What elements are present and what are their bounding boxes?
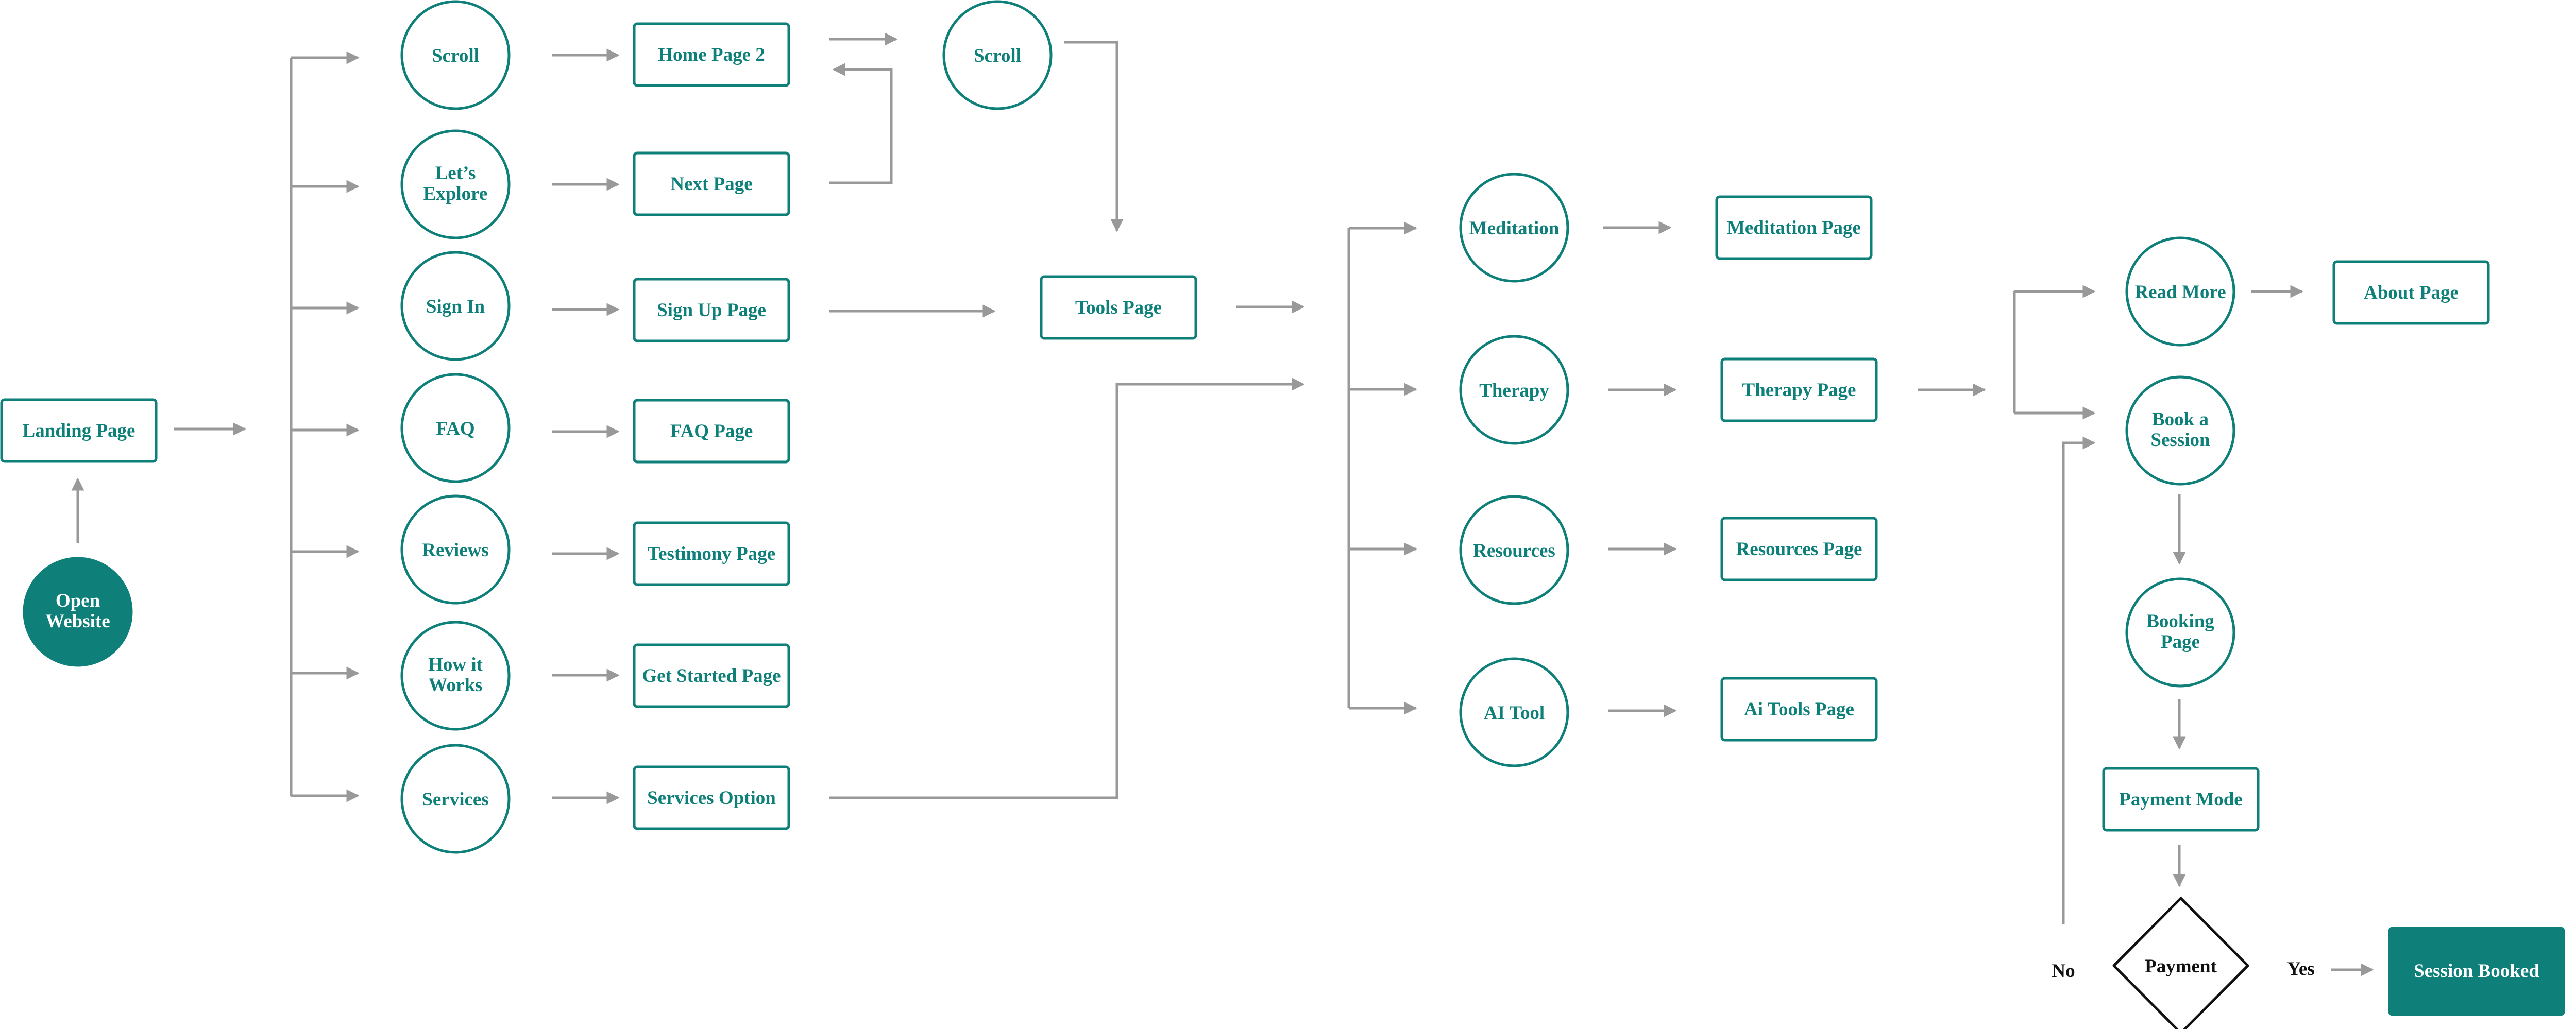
- node-how-it-works[interactable]: How it Works: [400, 621, 511, 731]
- arrow-next-home2: [829, 63, 893, 184]
- node-payment-decision[interactable]: Payment: [2112, 897, 2249, 1029]
- node-next-page-label: Next Page: [670, 174, 752, 195]
- node-open-website-line1: Open: [56, 590, 100, 611]
- node-payment-mode-label: Payment Mode: [2119, 789, 2242, 810]
- node-session-booked[interactable]: Session Booked: [2388, 927, 2565, 1016]
- node-read-more-label: Read More: [2134, 282, 2226, 303]
- node-booking-page-line1: Booking: [2146, 611, 2214, 632]
- node-ai-tool-label: AI Tool: [1484, 702, 1545, 724]
- node-scroll-2[interactable]: Scroll: [942, 0, 1053, 110]
- node-therapy[interactable]: Therapy: [1459, 335, 1569, 445]
- node-services[interactable]: Services: [400, 744, 511, 854]
- node-home-page-2-label: Home Page 2: [658, 44, 765, 65]
- node-sign-in-label: Sign In: [426, 296, 485, 317]
- node-book-a-session[interactable]: Book a Session: [2125, 375, 2235, 486]
- node-how-it-works-line1: How it: [428, 654, 483, 675]
- node-open-website-line2: Website: [45, 611, 110, 632]
- node-book-a-session-line2: Session: [2150, 430, 2210, 451]
- node-booking-page-line2: Page: [2161, 631, 2200, 653]
- node-scroll-2-label: Scroll: [974, 45, 1021, 66]
- edge-label-yes: Yes: [2287, 958, 2314, 980]
- node-home-page-2[interactable]: Home Page 2: [633, 22, 790, 87]
- arrow-payment-no-loop: [2062, 436, 2096, 924]
- node-ai-tools-page[interactable]: Ai Tools Page: [1720, 677, 1878, 742]
- arrow-scroll-tools: [1064, 41, 1124, 232]
- node-services-option[interactable]: Services Option: [633, 765, 790, 830]
- node-faq-page[interactable]: FAQ Page: [633, 399, 790, 464]
- node-book-a-session-line1: Book a: [2152, 409, 2209, 430]
- node-sign-in[interactable]: Sign In: [400, 251, 511, 361]
- node-faq[interactable]: FAQ: [400, 373, 511, 483]
- node-next-page[interactable]: Next Page: [633, 151, 790, 216]
- node-reviews-label: Reviews: [422, 540, 488, 561]
- node-resources-label: Resources: [1473, 540, 1555, 561]
- node-ai-tools-page-label: Ai Tools Page: [1744, 699, 1854, 720]
- node-services-option-label: Services Option: [647, 787, 776, 809]
- connectors: [71, 32, 2374, 976]
- node-sign-up-page[interactable]: Sign Up Page: [633, 278, 790, 342]
- node-resources[interactable]: Resources: [1459, 495, 1569, 605]
- arrow-services-branch2: [829, 378, 1305, 799]
- node-testimony-page-label: Testimony Page: [648, 543, 775, 564]
- node-about-page[interactable]: About Page: [2332, 260, 2490, 325]
- node-get-started-page-label: Get Started Page: [642, 665, 781, 687]
- node-ai-tool[interactable]: AI Tool: [1459, 657, 1569, 767]
- node-faq-page-label: FAQ Page: [670, 421, 753, 442]
- node-services-label: Services: [422, 789, 488, 810]
- node-meditation-page[interactable]: Meditation Page: [1715, 195, 1873, 260]
- node-tools-page[interactable]: Tools Page: [1040, 275, 1197, 340]
- node-payment-label: Payment: [2145, 956, 2217, 977]
- node-therapy-page-label: Therapy Page: [1742, 380, 1856, 401]
- node-lets-explore-line1: Let’s: [435, 163, 476, 184]
- node-how-it-works-line2: Works: [429, 675, 483, 696]
- node-meditation-page-label: Meditation Page: [1727, 217, 1861, 238]
- node-therapy-page[interactable]: Therapy Page: [1720, 357, 1878, 422]
- node-resources-page[interactable]: Resources Page: [1720, 517, 1878, 581]
- node-lets-explore[interactable]: Let’s Explore: [400, 129, 511, 239]
- node-about-page-label: About Page: [2364, 282, 2459, 303]
- node-meditation[interactable]: Meditation: [1459, 173, 1569, 283]
- node-lets-explore-line2: Explore: [423, 183, 488, 204]
- node-open-website[interactable]: Open Website: [23, 557, 133, 667]
- node-booking-page[interactable]: Booking Page: [2125, 577, 2235, 688]
- node-get-started-page[interactable]: Get Started Page: [633, 643, 790, 708]
- node-scroll-1-label: Scroll: [432, 45, 479, 66]
- node-resources-page-label: Resources Page: [1736, 539, 1862, 560]
- node-testimony-page[interactable]: Testimony Page: [633, 521, 790, 586]
- node-landing-page-label: Landing Page: [23, 420, 135, 441]
- node-session-booked-label: Session Booked: [2414, 961, 2539, 982]
- node-reviews[interactable]: Reviews: [400, 494, 511, 605]
- node-faq-label: FAQ: [436, 418, 474, 439]
- node-read-more[interactable]: Read More: [2125, 236, 2235, 347]
- node-therapy-label: Therapy: [1479, 380, 1549, 401]
- node-meditation-label: Meditation: [1469, 218, 1560, 239]
- node-sign-up-page-label: Sign Up Page: [657, 300, 766, 321]
- node-landing-page[interactable]: Landing Page: [0, 398, 158, 463]
- edge-label-no: No: [2052, 961, 2075, 982]
- node-tools-page-label: Tools Page: [1075, 297, 1162, 318]
- node-scroll-1[interactable]: Scroll: [400, 0, 511, 110]
- node-payment-mode[interactable]: Payment Mode: [2102, 767, 2260, 832]
